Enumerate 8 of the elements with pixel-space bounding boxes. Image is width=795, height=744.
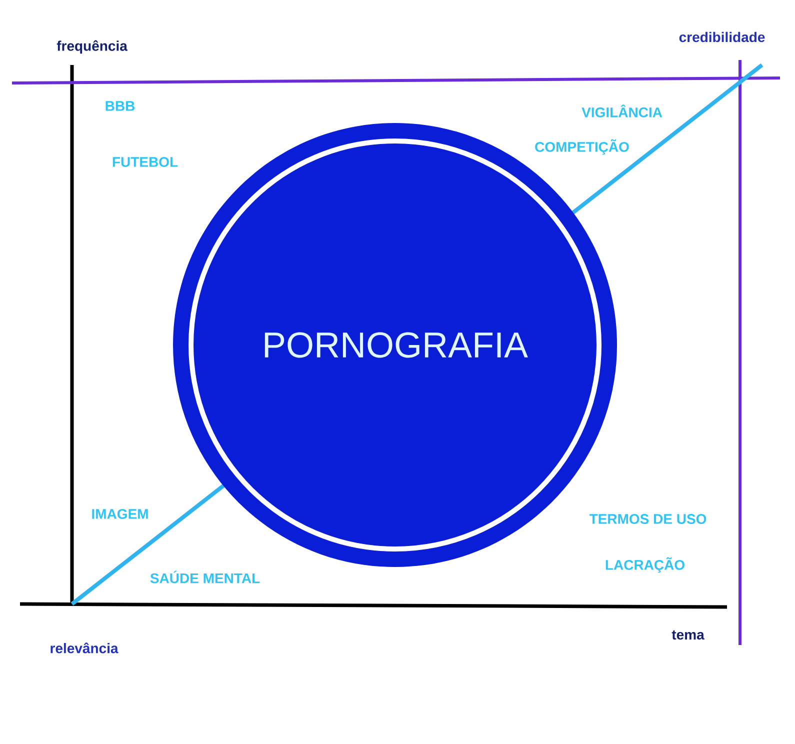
topic-label: IMAGEM [92,509,148,519]
axis-label: tema [672,630,704,640]
topic-label: SAÚDE MENTAL [150,570,260,584]
axis-label: relevância [50,642,118,654]
axis-label: credibilidade [679,32,765,42]
topic-label: BBB [106,101,135,111]
axis-label: frequência [56,40,128,54]
topic-label: VIGILÂNCIA [582,104,662,118]
